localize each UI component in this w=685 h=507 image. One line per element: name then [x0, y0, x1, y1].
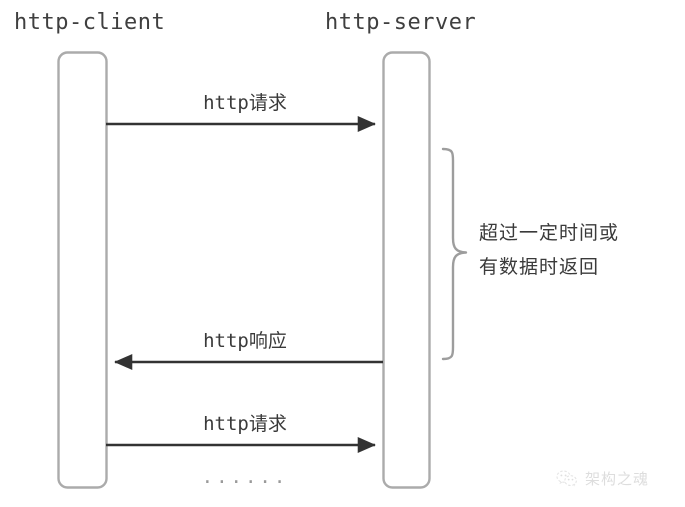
watermark-text: 架构之魂: [585, 470, 650, 488]
wechat-icon: [556, 469, 577, 487]
message-label-2: http响应: [203, 330, 287, 352]
message-label-3: http请求: [203, 413, 287, 435]
watermark: 架构之魂: [556, 468, 649, 489]
note-curly-brace: [441, 147, 468, 361]
participant-title-client: http-client: [14, 10, 166, 35]
note-text-line-2: 有数据时返回: [479, 256, 600, 278]
message-label-1: http请求: [203, 92, 287, 114]
lifeline-box-client: [57, 51, 108, 489]
lifeline-box-server: [382, 51, 431, 489]
note-text-line-1: 超过一定时间或: [479, 222, 620, 244]
participant-title-server: http-server: [325, 10, 477, 35]
continuation-ellipsis: ......: [201, 466, 289, 488]
